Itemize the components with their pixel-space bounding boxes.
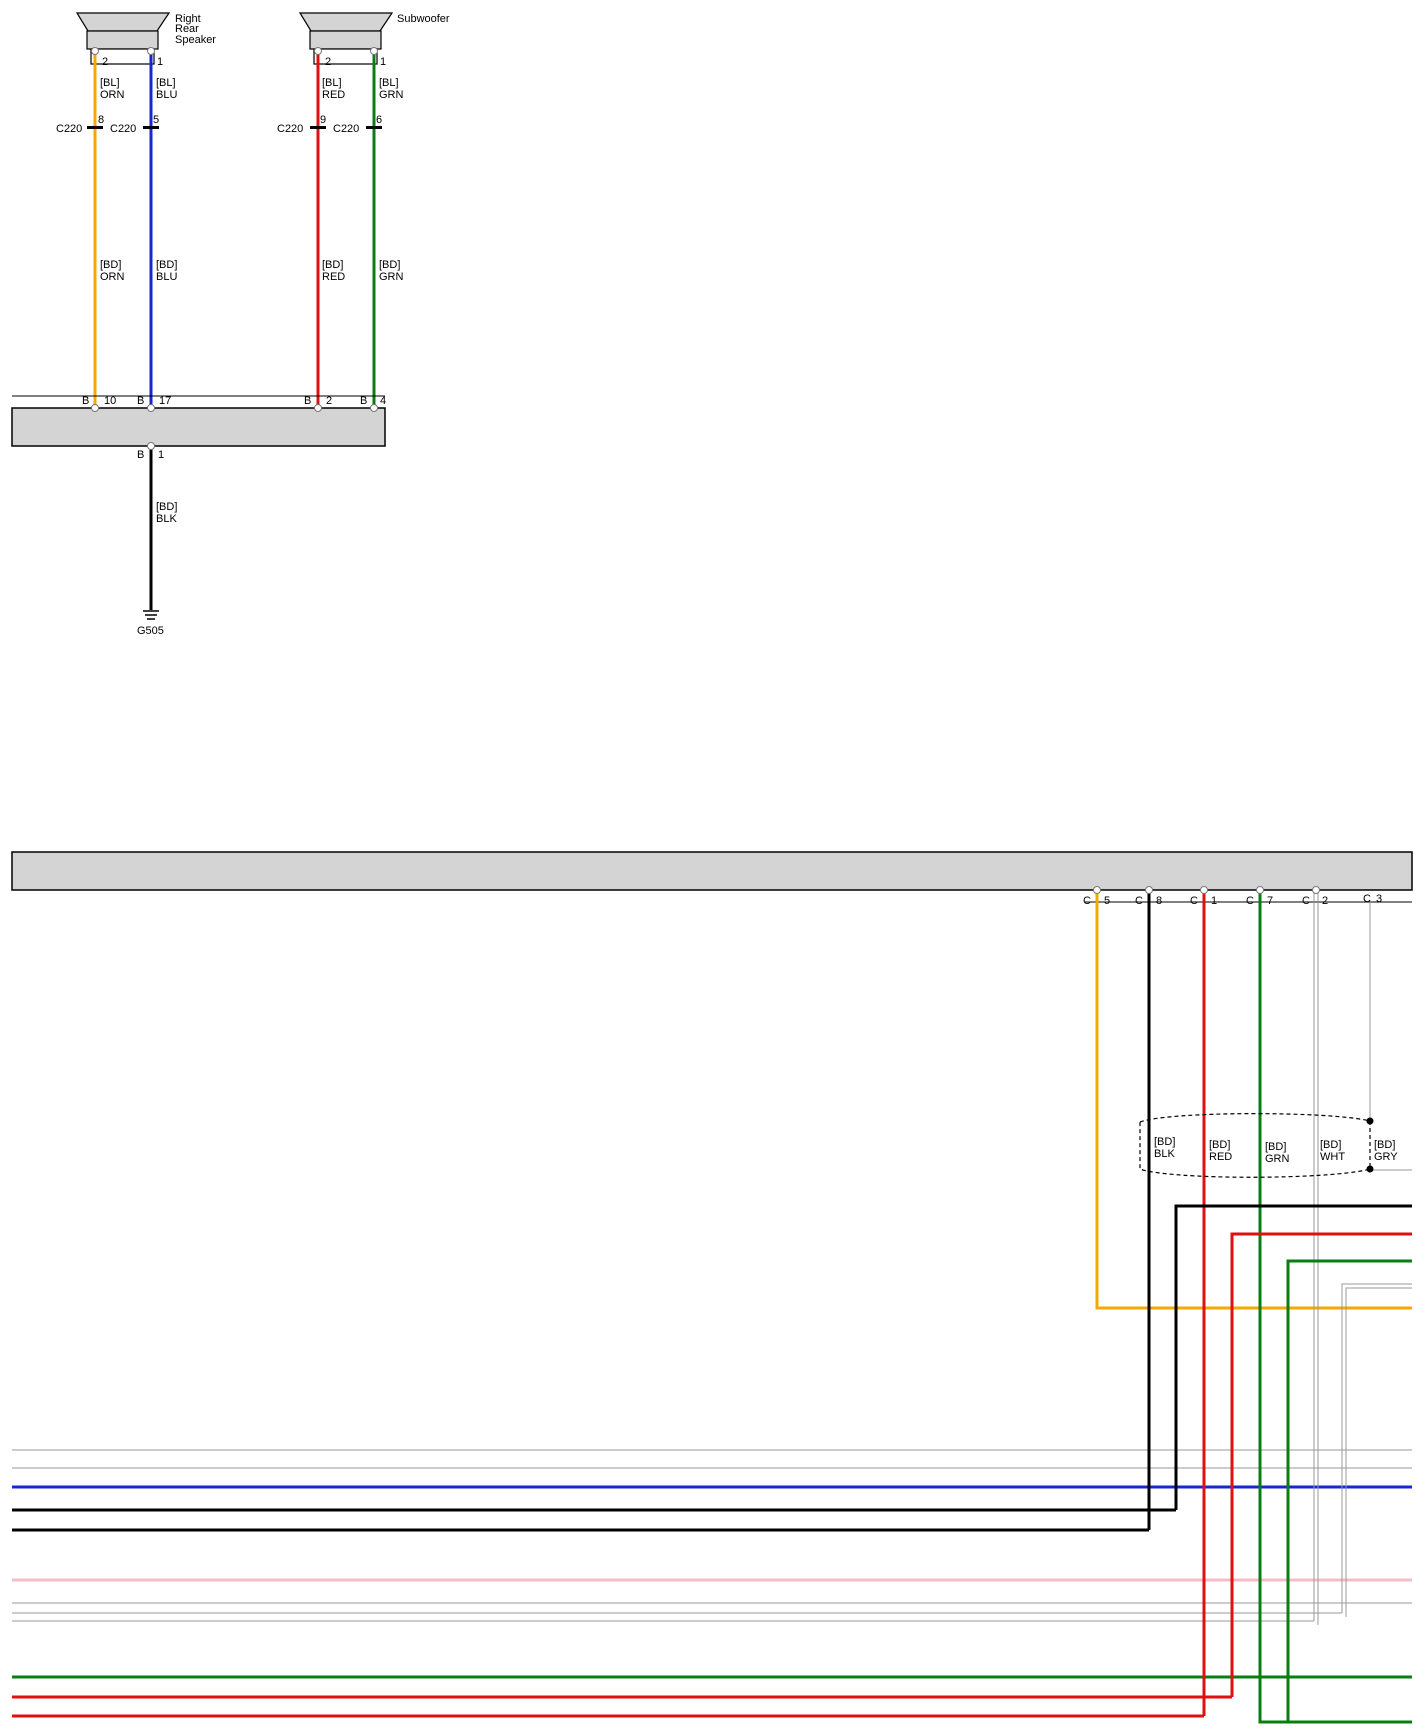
speaker-pins xyxy=(91,47,378,55)
svg-text:C220: C220 xyxy=(277,123,303,135)
svg-text:B: B xyxy=(360,395,367,407)
svg-text:C: C xyxy=(1246,895,1254,907)
svg-text:WHT: WHT xyxy=(1320,1151,1345,1163)
rr-speaker-label-line2: Rear xyxy=(175,23,199,35)
svg-text:1: 1 xyxy=(158,449,164,461)
svg-text:B: B xyxy=(82,395,89,407)
svg-text:5: 5 xyxy=(153,114,159,126)
bottom-pins: C 5 C 8 C 1 C 7 C 2 C 3 xyxy=(1083,886,1382,907)
svg-text:[BL]: [BL] xyxy=(379,77,399,89)
svg-text:1: 1 xyxy=(1211,895,1217,907)
svg-text:[BL]: [BL] xyxy=(322,77,342,89)
top-wires xyxy=(93,51,376,408)
svg-text:[BD]: [BD] xyxy=(1374,1139,1395,1151)
svg-text:BLK: BLK xyxy=(156,513,177,525)
ground-label: G505 xyxy=(137,625,164,637)
svg-text:BLU: BLU xyxy=(156,271,177,283)
svg-text:[BD]: [BD] xyxy=(379,259,400,271)
svg-text:[BD]: [BD] xyxy=(156,259,177,271)
svg-text:C: C xyxy=(1363,893,1371,905)
ground-wire: B 1 [BD] BLK G505 xyxy=(137,442,177,637)
rr-speaker-pin-1: 1 xyxy=(157,56,163,68)
bottom-vertical-wires xyxy=(1095,890,1412,1724)
svg-text:RED: RED xyxy=(1209,1151,1232,1163)
svg-text:7: 7 xyxy=(1267,895,1273,907)
svg-text:C220: C220 xyxy=(110,123,136,135)
svg-text:C: C xyxy=(1190,895,1198,907)
svg-text:8: 8 xyxy=(1156,895,1162,907)
svg-text:BLU: BLU xyxy=(156,89,177,101)
svg-text:[BD]: [BD] xyxy=(322,259,343,271)
svg-text:C220: C220 xyxy=(333,123,359,135)
wire-labels-upper: [BL] ORN [BL] BLU [BL] RED [BL] GRN xyxy=(100,77,404,101)
svg-text:[BD]: [BD] xyxy=(1320,1139,1341,1151)
svg-text:ORN: ORN xyxy=(100,271,125,283)
c220-connectors: C220 8 C220 5 C220 9 C220 6 xyxy=(56,114,382,135)
module-top: B 10 B 17 B 2 B 4 xyxy=(11,395,386,447)
svg-text:[BD]: [BD] xyxy=(156,501,177,513)
svg-text:GRY: GRY xyxy=(1374,1151,1398,1163)
svg-text:B: B xyxy=(304,395,311,407)
svg-text:[BD]: [BD] xyxy=(1209,1139,1230,1151)
subwoofer: Subwoofer xyxy=(298,12,450,65)
svg-text:C: C xyxy=(1135,895,1143,907)
svg-text:9: 9 xyxy=(320,114,326,126)
svg-text:[BD]: [BD] xyxy=(1154,1136,1175,1148)
svg-text:BLK: BLK xyxy=(1154,1148,1175,1160)
module-bottom xyxy=(11,851,1413,903)
right-rear-speaker: Right Rear Speaker xyxy=(75,12,216,65)
shielded-bundle: [BD] BLK [BD] RED [BD] GRN [BD] WHT [BD]… xyxy=(1139,1113,1398,1178)
svg-text:4: 4 xyxy=(380,395,386,407)
wire-labels-middle: [BD] ORN [BD] BLU [BD] RED [BD] GRN xyxy=(100,259,404,283)
svg-text:8: 8 xyxy=(98,114,104,126)
svg-text:3: 3 xyxy=(1376,893,1382,905)
svg-text:6: 6 xyxy=(376,114,382,126)
svg-text:5: 5 xyxy=(1104,895,1110,907)
svg-text:ORN: ORN xyxy=(100,89,125,101)
bottom-loop-wires xyxy=(1174,1204,1412,1722)
svg-text:GRN: GRN xyxy=(379,89,404,101)
svg-text:RED: RED xyxy=(322,89,345,101)
svg-text:10: 10 xyxy=(104,395,116,407)
svg-text:2: 2 xyxy=(1322,895,1328,907)
svg-text:C: C xyxy=(1083,895,1091,907)
sub-pin-1: 1 xyxy=(380,56,386,68)
rr-speaker-pin-2: 2 xyxy=(102,56,108,68)
svg-text:GRN: GRN xyxy=(379,271,404,283)
rr-speaker-label-line3: Speaker xyxy=(175,34,216,46)
svg-text:[BL]: [BL] xyxy=(100,77,120,89)
svg-text:[BD]: [BD] xyxy=(1265,1141,1286,1153)
svg-text:B: B xyxy=(137,395,144,407)
svg-text:17: 17 xyxy=(159,395,171,407)
svg-text:C220: C220 xyxy=(56,123,82,135)
svg-text:GRN: GRN xyxy=(1265,1153,1290,1165)
svg-text:2: 2 xyxy=(326,395,332,407)
svg-text:RED: RED xyxy=(322,271,345,283)
svg-text:[BD]: [BD] xyxy=(100,259,121,271)
harness-bus xyxy=(12,1449,1412,1718)
svg-text:C: C xyxy=(1302,895,1310,907)
subwoofer-label: Subwoofer xyxy=(397,13,450,25)
sub-pin-2: 2 xyxy=(325,56,331,68)
svg-text:[BL]: [BL] xyxy=(156,77,176,89)
rr-speaker-label-line1: Right xyxy=(175,13,201,25)
svg-text:B: B xyxy=(137,449,144,461)
